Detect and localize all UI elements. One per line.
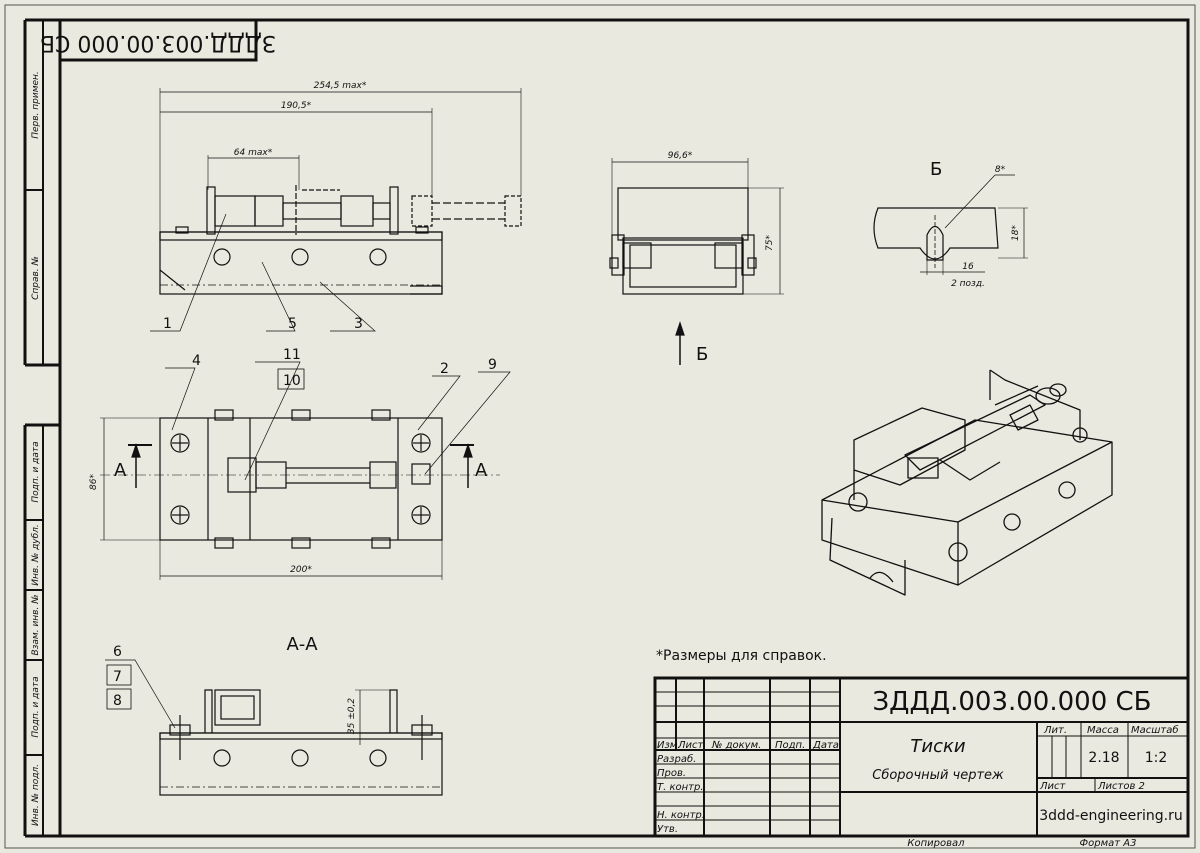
tb-row-utv: Утв. xyxy=(657,824,678,835)
callout: 1 xyxy=(163,316,172,332)
dim-86: 86* xyxy=(89,474,99,490)
view-arrow-label: Б xyxy=(696,344,708,365)
section-aa xyxy=(105,659,443,796)
tb-row-razrab: Разраб. xyxy=(657,753,696,765)
dim-16-note: 2 позд. xyxy=(951,279,985,289)
dim-200: 200* xyxy=(290,565,312,575)
callout: 5 xyxy=(288,316,297,332)
strip-label: Взам. инв. № xyxy=(31,594,41,655)
strip-label: Справ. № xyxy=(31,256,41,300)
section-mark-left: А xyxy=(114,460,127,481)
callout: 4 xyxy=(192,353,201,369)
dim-18: 18* xyxy=(1011,225,1021,241)
dim-16: 16 xyxy=(962,262,974,272)
tb-col-list: Лист xyxy=(677,740,705,751)
tb-row-nkontr: Н. контр. xyxy=(657,810,705,821)
section-aa-title: А-А xyxy=(286,634,318,655)
dim-64: 64 max* xyxy=(234,148,273,158)
strip-label: Подп. и дата xyxy=(31,441,41,502)
tb-mass: 2.18 xyxy=(1088,750,1119,766)
tb-title: Тиски xyxy=(910,736,965,757)
tb-sheets: Листов 2 xyxy=(1097,781,1145,792)
strip-label: Перв. примен. xyxy=(31,71,41,139)
reference-note: *Размеры для справок. xyxy=(656,648,827,664)
tb-col-izm: Изм. xyxy=(657,740,681,751)
callout: 6 xyxy=(113,644,122,660)
isometric-view xyxy=(821,369,1113,596)
dim-254: 254,5 max* xyxy=(314,81,367,91)
callout: 2 xyxy=(440,361,449,377)
strip-label: Инв. № дубл. xyxy=(31,524,41,586)
tb-scale-label: Масштаб xyxy=(1131,724,1179,736)
dim-8: 8* xyxy=(995,165,1006,175)
dim-35: 35 ±0,2 xyxy=(347,698,357,734)
callout: 11 xyxy=(283,347,301,363)
tb-lit: Лит. xyxy=(1043,725,1067,736)
tb-sheet: Лист xyxy=(1039,781,1067,792)
dim-190: 190,5* xyxy=(281,101,312,111)
callout: 3 xyxy=(354,316,363,332)
side-strip xyxy=(23,18,60,838)
top-view xyxy=(100,361,511,580)
tb-designation: ЗДДД.003.00.000 СБ xyxy=(873,687,1152,717)
format-label: Формат А3 xyxy=(1080,838,1137,849)
tb-subtitle: Сборочный чертеж xyxy=(872,768,1004,783)
strip-label: Инв. № подл. xyxy=(31,764,41,826)
front-view xyxy=(150,88,522,332)
mirror-stamp xyxy=(58,18,258,62)
section-mark-right: А xyxy=(475,460,488,481)
side-view xyxy=(609,158,784,365)
mirrored-designation: ЗДДД.003.00.000 СБ xyxy=(40,30,276,55)
tb-row-tkontr: Т. контр. xyxy=(657,782,704,793)
title-block xyxy=(653,676,1190,838)
inner-frame xyxy=(58,18,1190,838)
tb-company: 3ddd-engineering.ru xyxy=(1039,808,1182,824)
tb-mass-label: Масса xyxy=(1087,725,1119,736)
view-b-title: Б xyxy=(930,159,942,180)
outer-border xyxy=(4,4,1196,849)
strip-label: Подп. и дата xyxy=(31,676,41,737)
copied-label: Копировал xyxy=(907,838,965,849)
tb-col-sign: Подп. xyxy=(775,740,805,751)
callout: 10 xyxy=(283,373,301,389)
dim-75: 75* xyxy=(765,235,775,251)
tb-scale: 1:2 xyxy=(1145,750,1168,766)
tb-col-doc: № докум. xyxy=(711,740,761,751)
view-b xyxy=(873,174,1028,275)
callout: 7 xyxy=(113,669,122,685)
callout: 9 xyxy=(488,357,497,373)
dim-96: 96,6* xyxy=(668,151,693,161)
callout: 8 xyxy=(113,693,122,709)
tb-col-date: Дата xyxy=(812,740,839,751)
tb-row-prov: Пров. xyxy=(657,768,686,779)
